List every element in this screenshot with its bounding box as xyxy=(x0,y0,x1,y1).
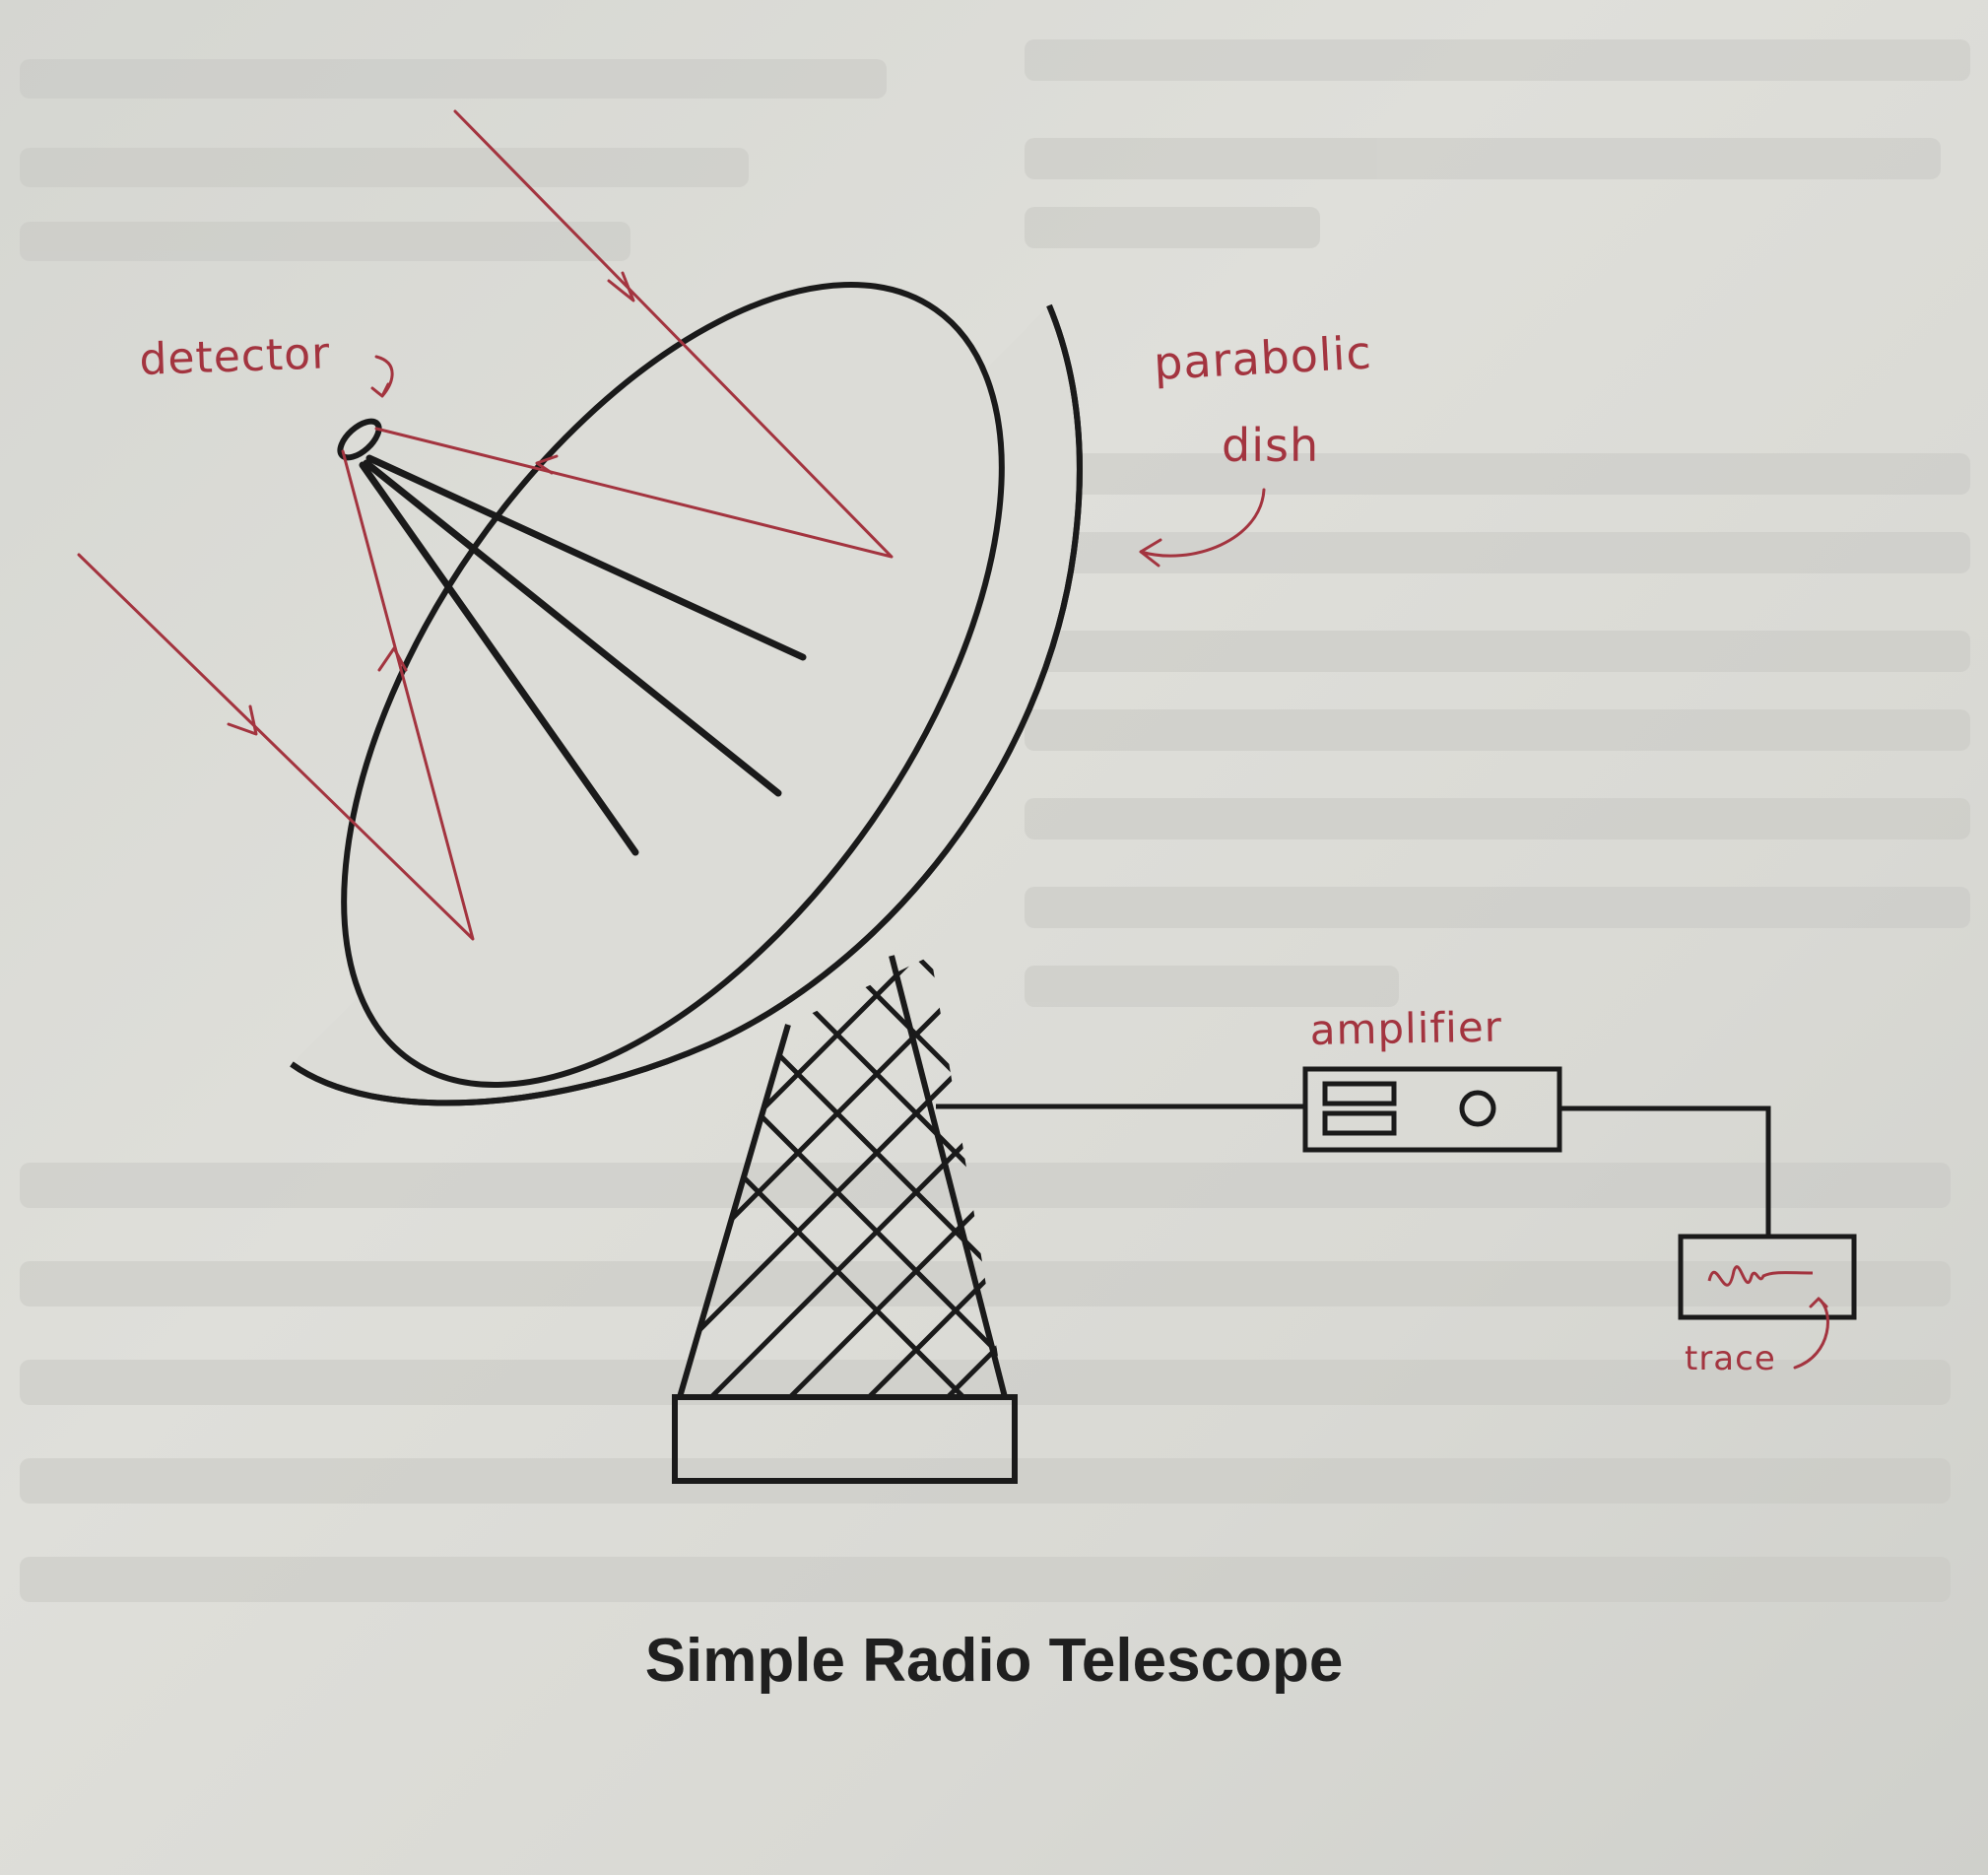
label-detector: detector xyxy=(139,328,331,385)
detector-pointer-arrow xyxy=(370,355,394,398)
tower-base xyxy=(672,1394,1018,1484)
annotation-arrows xyxy=(370,355,1829,1370)
display-screen xyxy=(1678,1234,1857,1320)
trace-signal xyxy=(1707,1265,1814,1287)
trace-pointer-arrow xyxy=(1793,1297,1829,1370)
label-trace: trace xyxy=(1685,1339,1776,1378)
figure-caption: Simple Radio Telescope xyxy=(644,1627,1344,1695)
signal-cable xyxy=(936,1104,1771,1237)
radio-wave-rays xyxy=(77,109,894,941)
label-amplifier: amplifier xyxy=(1309,1003,1502,1054)
amplifier-box xyxy=(1302,1066,1562,1153)
parabolic-dish xyxy=(290,281,1083,1106)
detector-struts xyxy=(359,454,807,856)
label-dish: dish xyxy=(1222,419,1319,472)
label-parabolic: parabolic xyxy=(1153,325,1373,390)
detector-icon xyxy=(337,418,382,461)
dish-pointer-arrow xyxy=(1139,488,1266,568)
